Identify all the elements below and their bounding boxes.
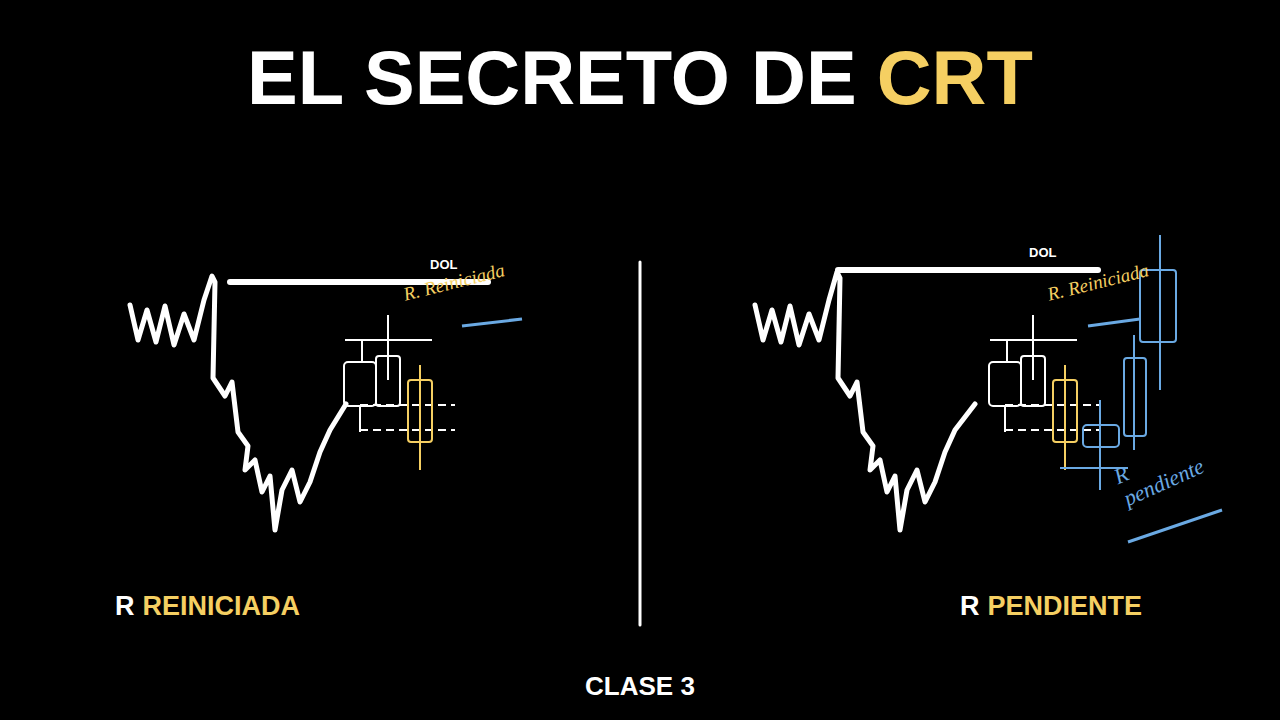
dol-label: DOL: [430, 258, 457, 272]
candle-wick: [1004, 406, 1006, 432]
range-line: [345, 339, 432, 341]
caption: CLASE 3: [585, 672, 695, 701]
candle-body: [989, 362, 1021, 406]
range-line: [990, 339, 1077, 341]
candle-wick: [1032, 315, 1034, 380]
candle-wick: [387, 315, 389, 380]
candle-wick: [1159, 235, 1161, 390]
candle-wick: [1099, 400, 1101, 490]
candle-wick: [1006, 340, 1008, 362]
candle-body: [1124, 358, 1146, 436]
divider: [639, 262, 642, 625]
candle-body: [376, 356, 400, 406]
title-accent: CRT: [877, 36, 1033, 120]
candle-wick: [361, 340, 363, 362]
candle-body: [1021, 356, 1045, 406]
underline: [462, 319, 522, 326]
section-label: R: [115, 592, 135, 622]
section-label: PENDIENTE: [988, 592, 1143, 622]
price-path: [755, 272, 975, 530]
section-label: R: [960, 592, 980, 622]
candle-body: [344, 362, 376, 406]
section-label: REINICIADA: [143, 592, 301, 622]
dol-label: DOL: [1029, 246, 1056, 260]
underline: [1088, 319, 1140, 326]
candle-wick: [1133, 335, 1135, 450]
handwritten-note: R pendiente: [1110, 428, 1216, 511]
dol-line: [838, 267, 1098, 273]
underline: [1128, 510, 1222, 542]
candle-body: [1083, 425, 1119, 447]
candle-body: [408, 380, 432, 442]
candle-wick: [359, 406, 361, 432]
candle-body: [1053, 380, 1077, 442]
price-path: [130, 276, 346, 530]
title: EL SECRETO DE: [247, 36, 857, 120]
